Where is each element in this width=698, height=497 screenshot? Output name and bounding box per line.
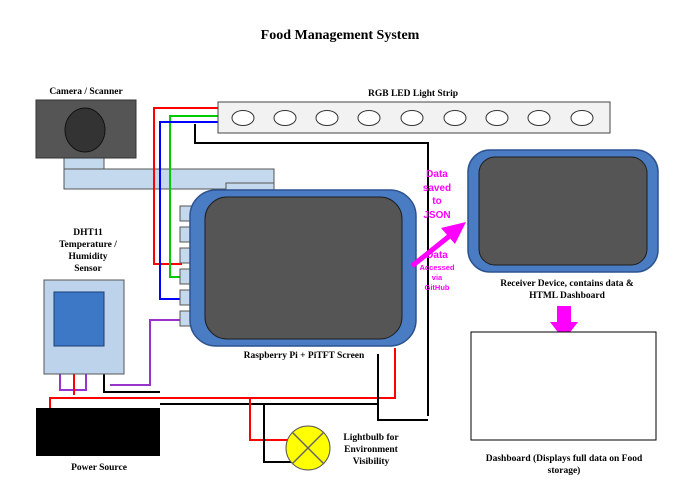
data-saved-line-2: saved — [423, 183, 451, 194]
wire-red-led — [153, 107, 218, 265]
led-strip — [217, 101, 611, 134]
dht11-sensor — [43, 279, 125, 375]
data-saved-line-3: to — [432, 196, 441, 207]
wire-green-led — [169, 115, 218, 278]
raspberry-pi-screen — [189, 189, 417, 347]
receiver-device — [467, 149, 659, 273]
led-icon — [357, 110, 381, 126]
led-icon — [273, 110, 297, 126]
camera-lens-icon — [64, 107, 106, 153]
dht11-label-line-1: DHT11 — [73, 228, 103, 238]
wire-purple-sensor — [110, 319, 182, 386]
camera-label: Camera / Scanner — [49, 87, 123, 97]
wire-red-bulb — [249, 398, 296, 441]
data-saved-line-1: Data — [426, 169, 448, 180]
wire-black-power — [160, 403, 428, 421]
wire-blue-led — [159, 121, 218, 300]
lightbulb-icon — [285, 425, 331, 471]
led-icon — [315, 110, 339, 126]
led-icon — [527, 110, 551, 126]
wire-red-power — [49, 348, 396, 410]
power-source — [36, 408, 160, 456]
led-icon — [485, 110, 509, 126]
pi-label: Raspberry Pi + PiTFT Screen — [244, 351, 365, 361]
wire-black-led — [194, 124, 429, 416]
led-icon — [400, 110, 424, 126]
diagram-title: Food Management System — [261, 28, 420, 43]
data-accessed-line-4: GitHub — [425, 283, 450, 292]
dashboard-arrow-icon — [550, 306, 578, 340]
lightbulb-label-line-2: Environment — [344, 445, 399, 455]
lightbulb-label-line-3: Visibility — [353, 457, 390, 467]
dashboard-label-line-2: storage) — [548, 465, 581, 476]
data-accessed-line-1: Data — [426, 250, 448, 261]
power-label: Power Source — [71, 463, 127, 473]
dht11-label-line-2: Temperature / — [59, 240, 117, 250]
led-icon — [570, 110, 594, 126]
wire-black-sensor — [103, 374, 160, 393]
dht11-label-line-3: Humidity — [68, 252, 107, 262]
lightbulb-label-line-1: Lightbulb for — [343, 433, 399, 443]
receiver-label-line-2: HTML Dashboard — [529, 291, 605, 301]
data-transfer-arrow-icon — [410, 222, 466, 268]
led-icon — [443, 110, 467, 126]
dashboard-box — [470, 331, 657, 441]
led-strip-label: RGB LED Light Strip — [368, 89, 458, 99]
data-saved-line-4: JSON — [423, 210, 450, 221]
receiver-label-line-1: Receiver Device, contains data & — [500, 279, 634, 289]
data-accessed-line-2: Accessed — [419, 263, 454, 272]
led-icon — [231, 110, 255, 126]
dht11-label-line-4: Sensor — [74, 264, 102, 274]
camera-scanner — [35, 99, 137, 159]
data-accessed-line-3: via — [432, 273, 443, 282]
dashboard-label-line-1: Dashboard (Displays full data on Food — [486, 453, 643, 464]
